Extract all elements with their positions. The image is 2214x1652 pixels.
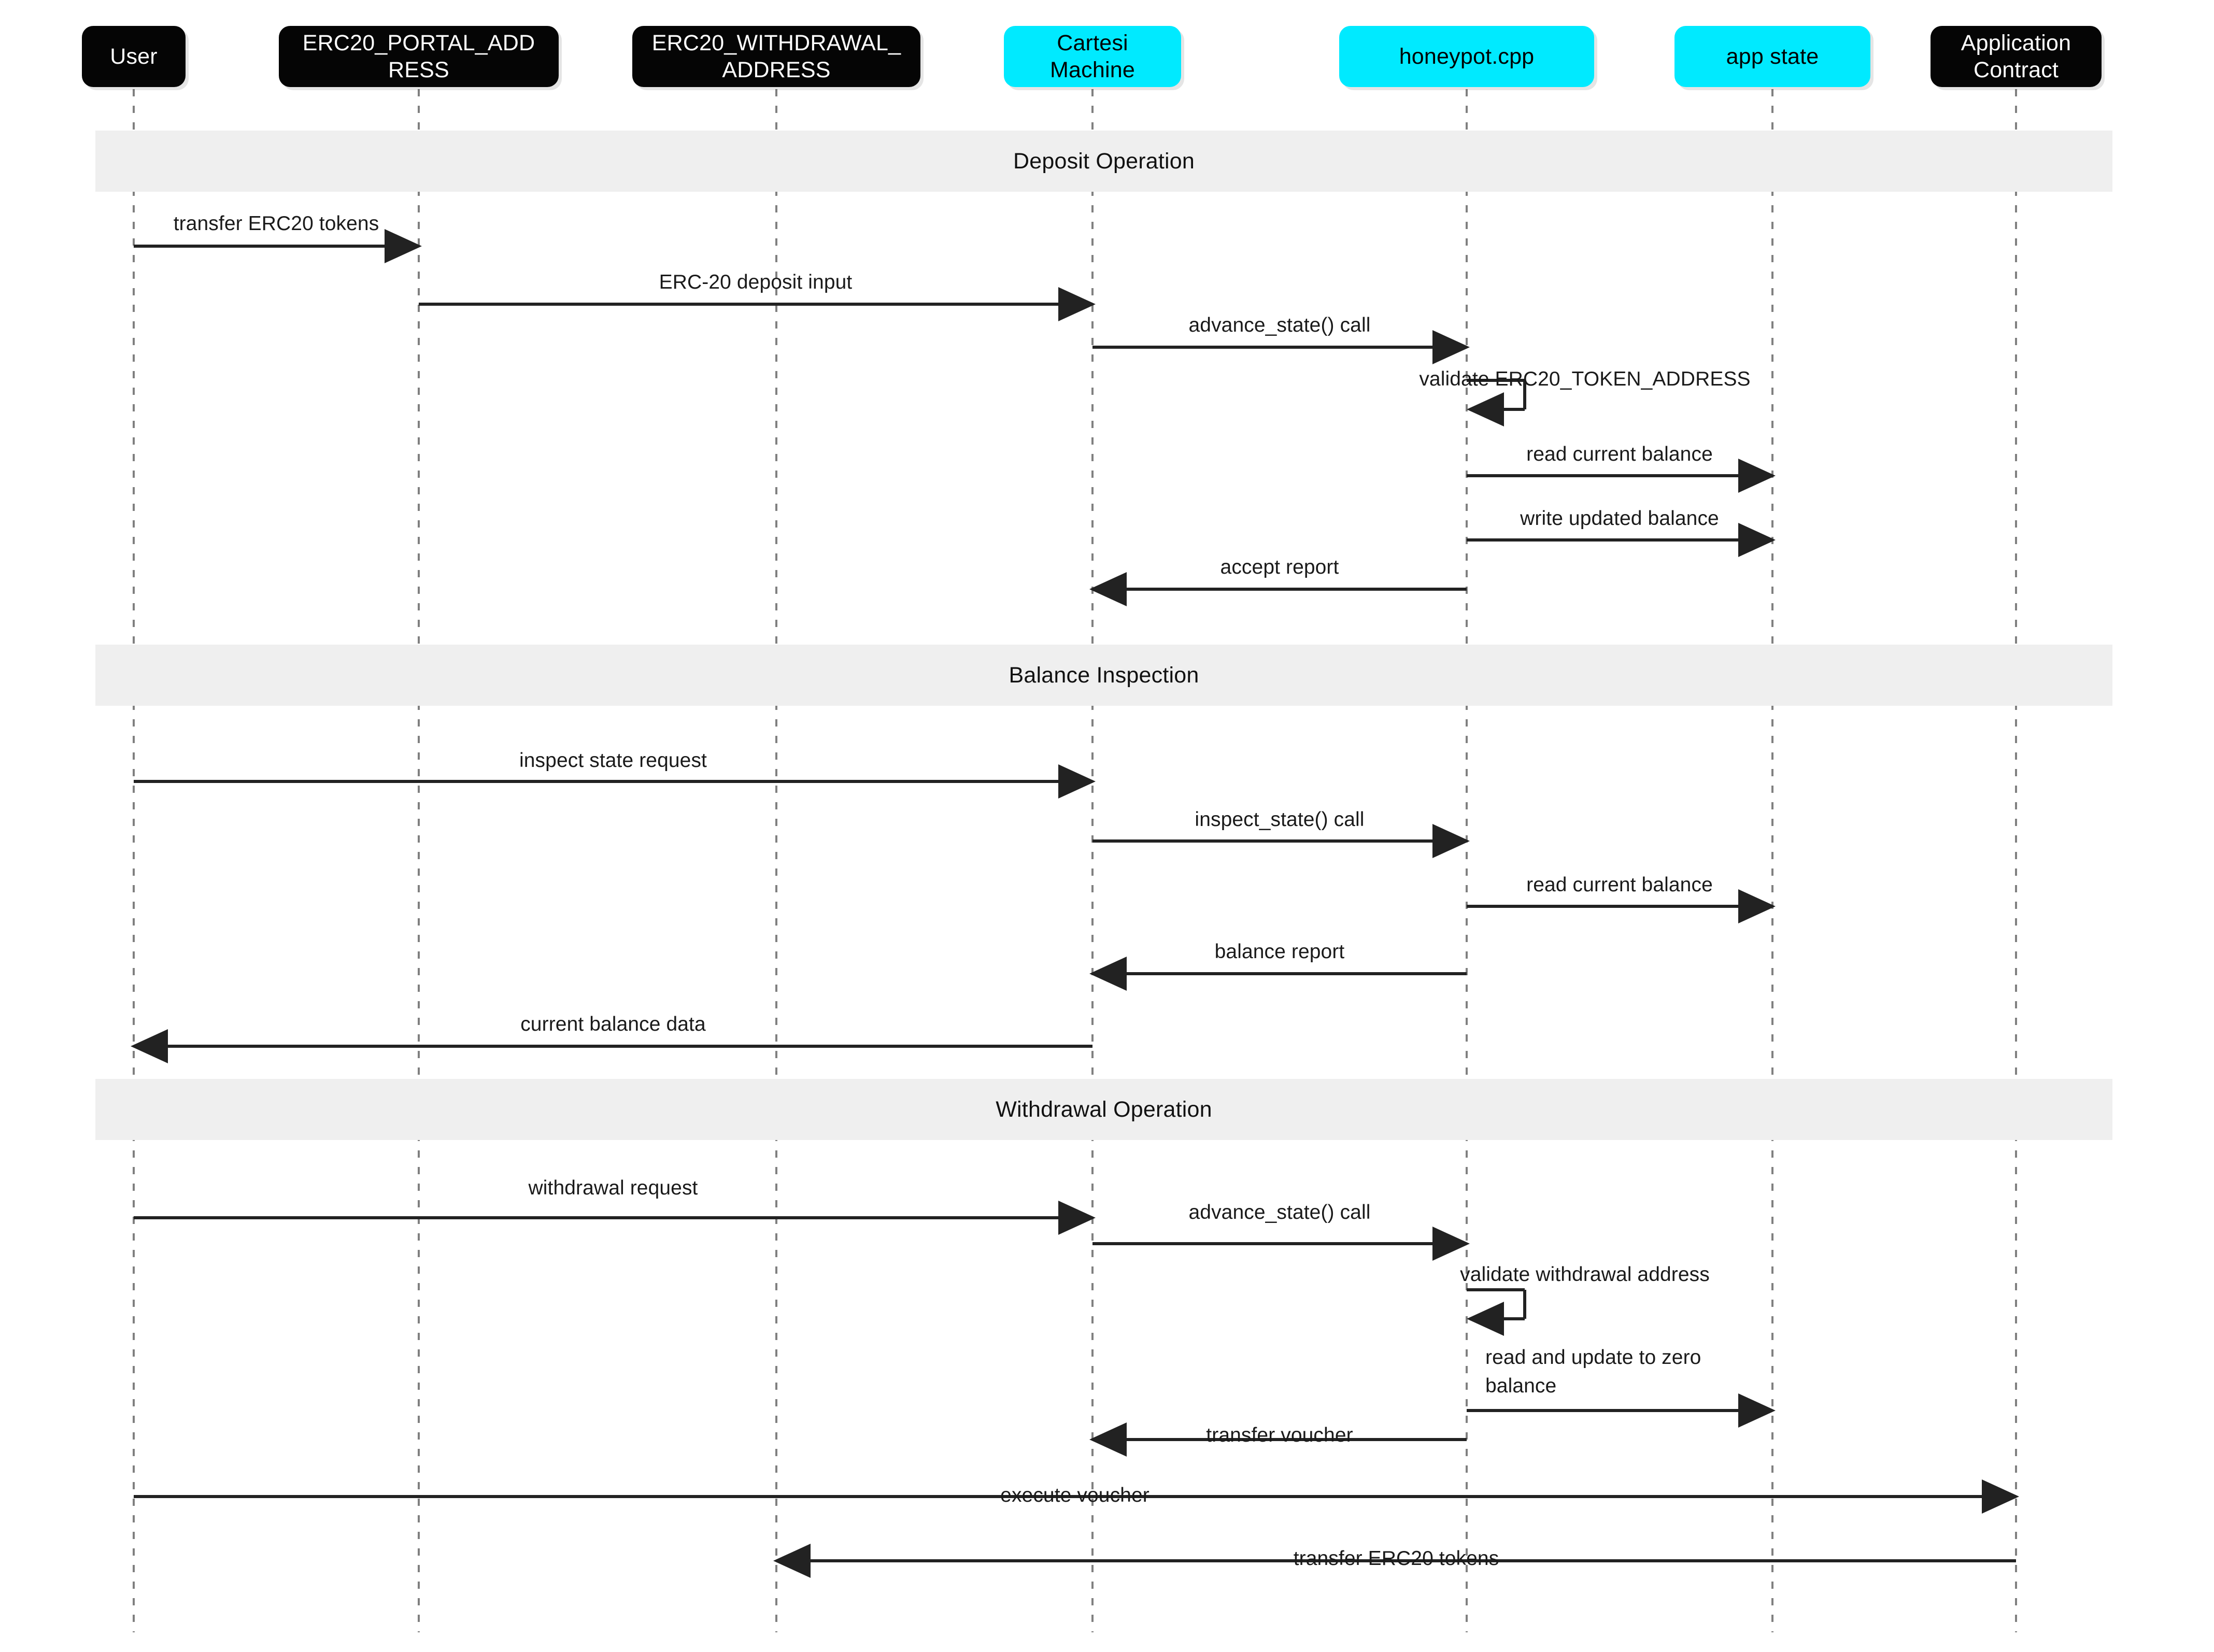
message-label-m9: inspect_state() call bbox=[1195, 808, 1365, 831]
message-label-m1: transfer ERC20 tokens bbox=[173, 212, 379, 235]
participant-label-line2: Contract bbox=[1973, 58, 2059, 82]
section-band-label: Balance Inspection bbox=[1009, 662, 1199, 688]
participant-label: ERC20_PORTAL_ADD bbox=[302, 30, 535, 55]
participant-label: Application bbox=[1961, 30, 2071, 55]
participant-portal[interactable]: ERC20_PORTAL_ADD RESS bbox=[279, 26, 559, 87]
message-label-m3: advance_state() call bbox=[1188, 314, 1371, 336]
participant-label: ERC20_WITHDRAWAL_ bbox=[651, 30, 901, 55]
message-label-m17: transfer voucher bbox=[1206, 1424, 1353, 1446]
section-band-inspection: Balance Inspection bbox=[95, 645, 2112, 706]
participant-user[interactable]: User bbox=[82, 26, 186, 87]
message-label-m6: write updated balance bbox=[1520, 507, 1719, 530]
participant-label-line2: RESS bbox=[388, 58, 449, 82]
message-arrows-group bbox=[131, 229, 2019, 1578]
message-label-m16: read and update to zero balance bbox=[1485, 1346, 1701, 1398]
participant-label-line2: ADDRESS bbox=[722, 58, 831, 82]
message-label-m14: advance_state() call bbox=[1188, 1201, 1371, 1223]
participant-label-wrap: ERC20_PORTAL_ADD RESS bbox=[303, 30, 535, 84]
message-label-m4: validate ERC20_TOKEN_ADDRESS bbox=[1419, 368, 1751, 390]
section-band-label: Withdrawal Operation bbox=[996, 1096, 1212, 1122]
section-band-deposit: Deposit Operation bbox=[95, 131, 2112, 192]
participant-label: honeypot.cpp bbox=[1399, 44, 1535, 69]
lifelines-group bbox=[133, 89, 2017, 1632]
message-label-m2: ERC-20 deposit input bbox=[659, 271, 853, 293]
message-label-m8: inspect state request bbox=[519, 749, 707, 772]
participant-label-wrap: ERC20_WITHDRAWAL_ ADDRESS bbox=[652, 30, 901, 84]
message-label-m5: read current balance bbox=[1526, 443, 1713, 465]
section-band-label: Deposit Operation bbox=[1013, 148, 1195, 174]
message-label-m15: validate withdrawal address bbox=[1460, 1263, 1710, 1286]
participant-label: User bbox=[110, 44, 158, 69]
participant-appstate[interactable]: app state bbox=[1674, 26, 1870, 87]
participant-label: Cartesi Machine bbox=[1050, 30, 1135, 82]
participant-label: app state bbox=[1726, 44, 1819, 69]
message-label-m12: current balance data bbox=[520, 1013, 706, 1035]
message-label-m19: transfer ERC20 tokens bbox=[1293, 1547, 1499, 1570]
participant-machine[interactable]: Cartesi Machine bbox=[1004, 26, 1181, 87]
participant-withdrawal[interactable]: ERC20_WITHDRAWAL_ ADDRESS bbox=[632, 26, 920, 87]
message-label-m13: withdrawal request bbox=[528, 1177, 698, 1199]
message-label-m18: execute voucher bbox=[1000, 1484, 1149, 1506]
section-band-withdrawal: Withdrawal Operation bbox=[95, 1079, 2112, 1140]
message-label-m7: accept report bbox=[1220, 556, 1339, 578]
message-label-m11: balance report bbox=[1214, 941, 1345, 963]
participant-honeypot[interactable]: honeypot.cpp bbox=[1339, 26, 1594, 87]
message-label-m10: read current balance bbox=[1526, 874, 1713, 896]
